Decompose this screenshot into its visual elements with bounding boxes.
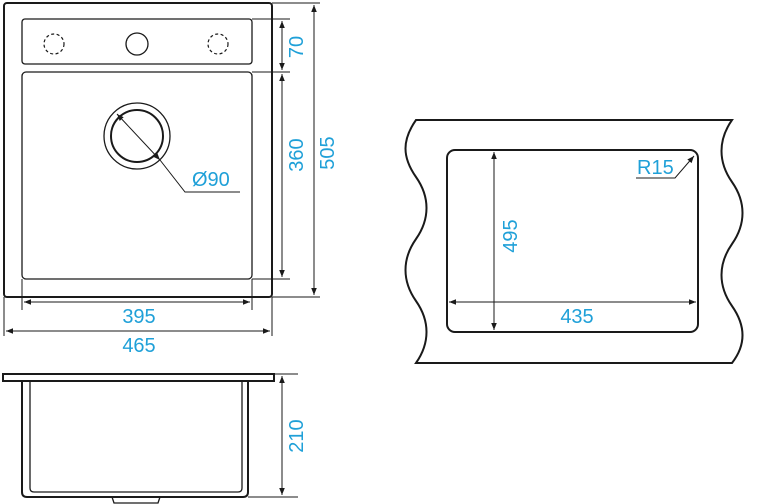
dim-label-495: 495 bbox=[500, 219, 522, 252]
bowl-outline bbox=[21, 71, 253, 280]
tap-hole-left-icon bbox=[43, 33, 65, 55]
cutout-outline bbox=[446, 149, 699, 333]
drain-diameter-label: Ø90 bbox=[192, 169, 230, 191]
sink-top-view: Ø90 70 360 505 395 465 bbox=[3, 2, 339, 357]
drain-inner-ring bbox=[110, 109, 164, 163]
dim-label-465: 465 bbox=[122, 335, 155, 357]
dim-label-395: 395 bbox=[122, 306, 155, 328]
tap-deck bbox=[21, 18, 253, 65]
radius-label: R15 bbox=[637, 157, 674, 179]
drain-outer-ring bbox=[103, 102, 171, 170]
countertop-wavy-outline bbox=[404, 119, 744, 364]
sink-side-view: 210 bbox=[2, 373, 308, 504]
tap-hole-center-icon bbox=[125, 32, 149, 56]
drain-leader-line bbox=[159, 159, 240, 193]
dim-label-435: 435 bbox=[560, 306, 593, 328]
sink-rim-profile bbox=[2, 373, 275, 382]
drain-outlet bbox=[111, 496, 161, 504]
sink-outer-edge bbox=[3, 2, 273, 298]
dim-label-505: 505 bbox=[317, 136, 339, 169]
dim-label-210: 210 bbox=[286, 419, 308, 452]
cutout-template: 495 435 R15 bbox=[404, 119, 744, 364]
drain-dimension-line bbox=[116, 113, 161, 161]
bowl-profile bbox=[21, 381, 249, 498]
dim-label-360: 360 bbox=[286, 138, 308, 171]
bowl-inner-profile bbox=[29, 381, 243, 493]
tap-hole-right-icon bbox=[207, 33, 229, 55]
dim-label-70: 70 bbox=[286, 36, 308, 58]
radius-leader-line bbox=[636, 155, 695, 179]
